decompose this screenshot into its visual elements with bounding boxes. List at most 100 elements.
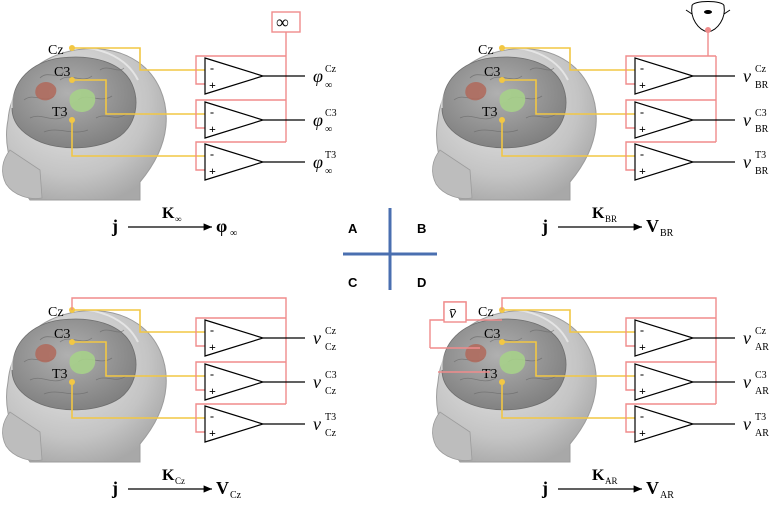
output-symbol: v: [743, 66, 751, 86]
reference-point: [705, 27, 711, 33]
amplifier-2: -+: [634, 363, 696, 401]
average-reference-wire: [501, 297, 717, 318]
wire-t3: [501, 120, 635, 157]
wire-c3: [502, 79, 635, 115]
amplifier-minus-sign: -: [640, 105, 644, 119]
output-symbol: v: [743, 372, 751, 392]
equation-operator-subscript: AR: [605, 476, 618, 486]
electrode-wires: [71, 47, 205, 157]
face-shape: [432, 149, 473, 199]
electrode-label-cz: Cz: [48, 305, 64, 320]
equation-right-subscript: Cz: [230, 490, 242, 501]
amplifier-minus-sign: -: [640, 147, 644, 161]
reference-loop-3: [625, 141, 716, 171]
amplifier-plus-sign: +: [639, 426, 646, 440]
output-subscript: AR: [755, 342, 769, 353]
amplifier-plus-sign: +: [639, 384, 646, 398]
brain-sulcus: [469, 71, 495, 79]
infinity-reference-box: [271, 11, 301, 33]
reference-wires: [625, 317, 717, 433]
brain-sulcus: [39, 333, 65, 341]
amplifier-minus-sign: -: [210, 323, 214, 337]
electrode-wires: [501, 309, 635, 419]
equation-right: φ: [216, 216, 227, 236]
electrode-label-c3: C3: [484, 65, 500, 80]
output-superscript: Cz: [325, 64, 337, 75]
reference-loop-1: [625, 55, 716, 85]
output-symbol: v: [313, 414, 321, 434]
brain-sulcus: [29, 377, 67, 382]
wire-c3: [72, 79, 205, 115]
reference-loop-2: [625, 99, 716, 129]
equation-operator: K: [592, 205, 605, 222]
electrode-label-c3: C3: [484, 327, 500, 342]
brain-sulcus: [529, 67, 555, 71]
infinity-reference-symbol: ∞: [276, 12, 289, 32]
output-superscript: T3: [755, 150, 766, 161]
brain-sulcus: [59, 75, 93, 81]
cz-reference-wire: [71, 297, 287, 318]
wire-c3: [72, 341, 205, 377]
reference-loop-2: [625, 361, 716, 391]
amplifier-triangle: [634, 363, 696, 401]
electrode-wires: [71, 309, 205, 419]
brain-region-red: [35, 82, 57, 101]
output-symbol: φ: [313, 152, 323, 172]
brain-sulcus: [459, 377, 497, 382]
output-symbol: v: [743, 110, 751, 130]
amplifier-minus-sign: -: [210, 409, 214, 423]
amplifier-1: -+: [634, 319, 696, 357]
amplifier-triangle: [204, 57, 266, 95]
face-shape: [2, 411, 43, 461]
wire-c3: [502, 341, 635, 377]
amplifier-3: -+: [634, 405, 696, 443]
amplifier-plus-sign: +: [639, 78, 646, 92]
amplifier-triangle: [204, 319, 266, 357]
output-subscript: Cz: [325, 428, 337, 439]
electrode-label-t3: T3: [482, 105, 498, 120]
equation-left: j: [111, 216, 118, 236]
reference-wires: [195, 55, 287, 171]
amplifier-minus-sign: -: [210, 367, 214, 381]
amplifier-minus-sign: -: [210, 61, 214, 75]
face-outline: [691, 1, 725, 33]
wire-cz: [502, 309, 635, 333]
amplifier-plus-sign: +: [209, 122, 216, 136]
amplifier-3: -+: [204, 143, 266, 181]
ear-reference-icon: [685, 1, 731, 33]
output-subscript: Cz: [325, 342, 337, 353]
amplifier-triangle: [204, 101, 266, 139]
reference-loop-3: [625, 403, 716, 433]
amplifier-plus-sign: +: [209, 340, 216, 354]
brain-sulcus: [59, 337, 93, 343]
electrode-label-t3: T3: [52, 367, 68, 382]
face-shape: [2, 149, 43, 199]
electrode-wires: [501, 47, 635, 157]
wire-cz: [72, 47, 205, 71]
brain-sulcus: [489, 337, 523, 343]
equation-right-subscript: ∞: [230, 228, 237, 239]
output-superscript: T3: [325, 412, 336, 423]
output-subscript: AR: [755, 386, 769, 397]
panel-label-c: C: [348, 275, 358, 290]
reference-wires: [625, 55, 717, 171]
equation-left: j: [541, 216, 548, 236]
amplifier-plus-sign: +: [209, 384, 216, 398]
brain-sulcus: [95, 113, 127, 119]
equation-operator: K: [162, 205, 175, 222]
output-symbol: v: [743, 152, 751, 172]
brain-region-green: [69, 350, 96, 374]
amplifier-1: -+: [204, 319, 266, 357]
panel-label-a: A: [348, 221, 358, 236]
face-shape: [432, 411, 473, 461]
reference-loop-1: [195, 55, 286, 85]
brain-sulcus: [43, 129, 89, 133]
brain-sulcus: [39, 71, 65, 79]
